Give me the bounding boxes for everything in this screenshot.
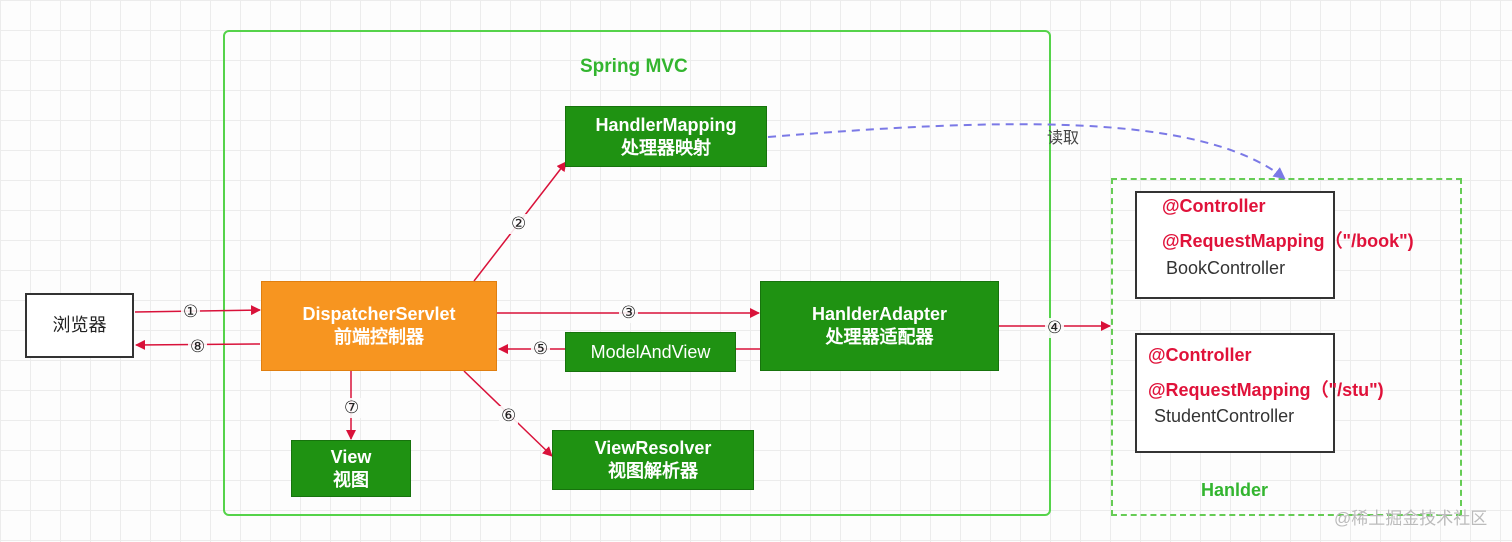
student-controller-box xyxy=(1135,333,1335,453)
book-controller-annotation: @Controller xyxy=(1162,196,1266,216)
spring-mvc-title: Spring MVC xyxy=(580,56,688,77)
watermark: @稀土掘金技术社区 xyxy=(1334,509,1488,528)
dispatcher-en: DispatcherServlet xyxy=(302,304,456,324)
dispatcher-servlet-box: DispatcherServlet 前端控制器 xyxy=(261,281,497,371)
step-4-label: ④ xyxy=(1045,318,1065,338)
step-5-label: ⑤ xyxy=(531,339,551,359)
book-request-mapping: @RequestMapping（"/book") xyxy=(1162,231,1414,251)
spring-mvc-frame xyxy=(223,30,1051,516)
handler-title: Hanlder xyxy=(1201,480,1269,500)
handler-adapter-box: HanlderAdapter 处理器适配器 xyxy=(760,281,999,371)
model-and-view-box: ModelAndView xyxy=(565,332,736,372)
step-2-label: ② xyxy=(509,214,529,234)
handler-mapping-box: HandlerMapping 处理器映射 xyxy=(565,106,767,167)
arrow-read-dashed xyxy=(767,123,1286,180)
view-resolver-zh: 视图解析器 xyxy=(608,461,698,481)
step-3-label: ③ xyxy=(619,303,639,323)
step-8-label: ⑧ xyxy=(188,337,208,357)
read-label: 读取 xyxy=(1047,130,1080,147)
handler-adapter-en: HanlderAdapter xyxy=(811,304,948,324)
browser-box: 浏览器 xyxy=(25,293,134,358)
step-1-label: ① xyxy=(181,302,201,322)
handler-frame xyxy=(1111,178,1462,516)
book-controller-name: BookController xyxy=(1166,258,1286,278)
view-resolver-box: ViewResolver 视图解析器 xyxy=(552,430,754,490)
dispatcher-zh: 前端控制器 xyxy=(334,327,424,347)
student-controller-annotation: @Controller xyxy=(1148,345,1252,365)
handler-mapping-zh: 处理器映射 xyxy=(621,137,711,158)
model-and-view-label: ModelAndView xyxy=(590,341,711,362)
handler-adapter-zh: 处理器适配器 xyxy=(825,327,934,347)
view-box: View 视图 xyxy=(291,440,411,497)
book-controller-box xyxy=(1135,191,1335,299)
browser-label: 浏览器 xyxy=(52,315,107,335)
step-7-label: ⑦ xyxy=(342,398,362,418)
handler-mapping-en: HandlerMapping xyxy=(595,114,737,135)
view-zh: 视图 xyxy=(333,469,369,490)
view-resolver-en: ViewResolver xyxy=(594,438,712,458)
view-en: View xyxy=(330,446,372,467)
student-request-mapping: @RequestMapping（"/stu") xyxy=(1148,380,1384,400)
student-controller-name: StudentController xyxy=(1154,406,1295,426)
step-6-label: ⑥ xyxy=(499,406,519,426)
